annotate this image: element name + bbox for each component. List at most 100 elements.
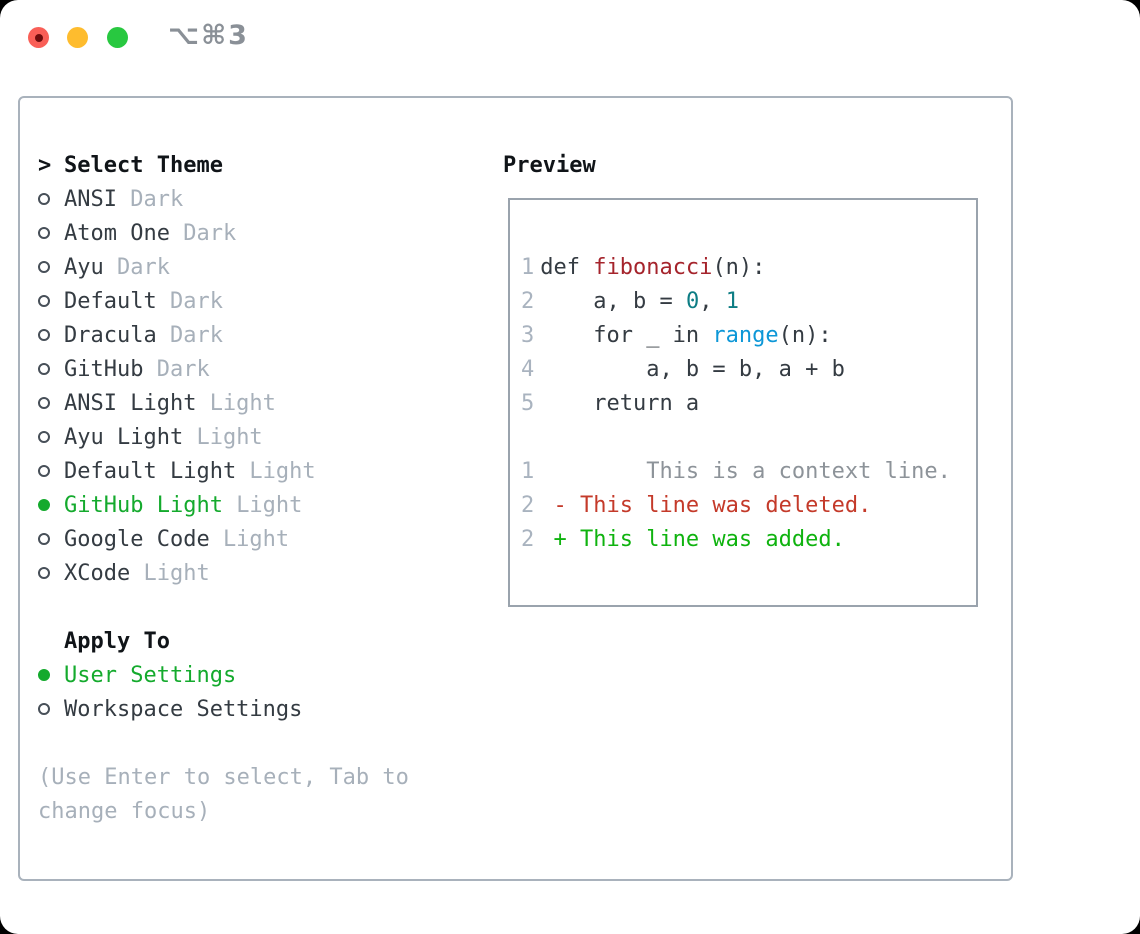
theme-variant: Dark <box>183 220 237 246</box>
theme-name: Dracula <box>64 322 157 348</box>
theme-option-marker <box>38 397 64 409</box>
theme-option[interactable]: Atom One Dark <box>38 216 503 250</box>
window-title: ⌥⌘3 <box>168 20 249 51</box>
radio-icon <box>38 295 50 307</box>
theme-name: Ayu <box>64 254 104 280</box>
zoom-button[interactable] <box>107 27 128 48</box>
theme-variant: Dark <box>169 322 223 348</box>
apply-option-label: Workspace Settings <box>64 696 303 722</box>
apply-to-header: Apply To <box>38 624 503 658</box>
theme-option-marker <box>38 567 64 579</box>
theme-variant: Light <box>143 560 210 586</box>
theme-option[interactable]: Dracula Dark <box>38 318 503 352</box>
theme-variant: Light <box>249 458 316 484</box>
line-number: 2 <box>521 526 535 552</box>
theme-option[interactable]: GitHub Light Light <box>38 488 503 522</box>
radio-icon <box>38 261 50 273</box>
theme-option[interactable]: Ayu Dark <box>38 250 503 284</box>
theme-name: Ayu Light <box>64 424 184 450</box>
theme-variant: Dark <box>156 356 210 382</box>
theme-option-marker <box>38 363 64 375</box>
theme-name: ANSI Light <box>64 390 197 416</box>
code-token-builtin: range <box>712 322 779 348</box>
preview-title: Preview <box>503 152 596 178</box>
theme-name: Default Light <box>64 458 237 484</box>
theme-option-marker <box>38 431 64 443</box>
radio-icon <box>38 465 50 477</box>
code-token-plain: (n): <box>712 254 766 280</box>
diff-text: + This line was added. <box>540 526 845 552</box>
code-token-plain: , <box>699 288 726 314</box>
diff-line-added: 2 + This line was added. <box>521 522 976 556</box>
line-number: 4 <box>521 356 535 382</box>
prompt-icon: > <box>38 152 52 178</box>
help-text: (Use Enter to select, Tab to change focus… <box>38 760 503 828</box>
close-button[interactable] <box>28 27 49 48</box>
help-line: change focus) <box>38 798 211 824</box>
help-line: (Use Enter to select, Tab to <box>38 764 409 790</box>
radio-icon <box>38 533 50 545</box>
apply-to-title: Apply To <box>64 628 170 654</box>
line-number: 1 <box>521 254 535 280</box>
code-token-plain: for _ in <box>540 322 713 348</box>
theme-option-marker <box>38 295 64 307</box>
code-token-plain: a, b = <box>540 288 686 314</box>
theme-option[interactable]: Default Light Light <box>38 454 503 488</box>
line-number: 2 <box>521 288 535 314</box>
apply-option-marker <box>38 703 64 715</box>
radio-icon <box>38 193 50 205</box>
theme-variant: Dark <box>116 254 170 280</box>
apply-option-marker <box>38 669 64 681</box>
theme-option[interactable]: ANSI Light Light <box>38 386 503 420</box>
select-theme-title: Select Theme <box>64 152 223 178</box>
theme-name: GitHub <box>64 356 144 382</box>
line-number: 2 <box>521 492 535 518</box>
close-dot-icon <box>34 33 43 42</box>
diff-text: - This line was deleted. <box>540 492 872 518</box>
code-token-plain: return a <box>540 390 700 416</box>
code-line: 5 return a <box>521 386 976 420</box>
radio-selected-icon <box>38 669 50 681</box>
radio-icon <box>38 363 50 375</box>
theme-name: Atom One <box>64 220 170 246</box>
minimize-button[interactable] <box>67 27 88 48</box>
spacer <box>38 726 503 760</box>
radio-selected-icon <box>38 499 50 511</box>
preview-header: Preview <box>503 148 991 182</box>
code-token-number: 1 <box>725 288 739 314</box>
code-token-number: 0 <box>685 288 700 314</box>
code-token-function: fibonacci <box>593 254 713 280</box>
radio-icon <box>38 567 50 579</box>
theme-option-marker <box>38 261 64 273</box>
theme-option[interactable]: GitHub Dark <box>38 352 503 386</box>
apply-to-option[interactable]: Workspace Settings <box>38 692 503 726</box>
diff-line-context: 1 This is a context line. <box>521 454 976 488</box>
diff-line-deleted: 2 - This line was deleted. <box>521 488 976 522</box>
theme-variant: Light <box>222 526 290 552</box>
code-line: 4 a, b = b, a + b <box>521 352 976 386</box>
radio-icon <box>38 703 50 715</box>
theme-option-marker <box>38 227 64 239</box>
line-number: 3 <box>521 322 535 348</box>
theme-variant: Light <box>209 390 276 416</box>
apply-option-label: User Settings <box>64 662 237 688</box>
theme-variant: Light <box>236 492 303 518</box>
theme-name: GitHub Light <box>64 492 223 518</box>
theme-option-marker <box>38 329 64 341</box>
theme-variant: Dark <box>130 186 184 212</box>
line-number: 5 <box>521 390 535 416</box>
blank-line <box>521 420 976 454</box>
code-line: 2 a, b = 0, 1 <box>521 284 976 318</box>
apply-to-option[interactable]: User Settings <box>38 658 503 692</box>
